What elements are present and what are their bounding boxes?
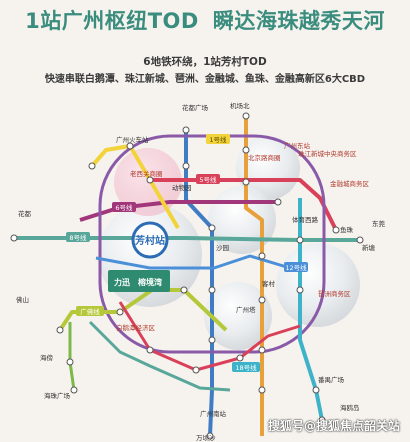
label-laoxiguan: 老西关商圈 <box>130 169 163 178</box>
place-labels: 花都广场 机场北 广州火车站 广州东站 北京路商圈 老西关商圈 珠江新城中央商务… <box>16 101 386 442</box>
line-3 <box>244 116 264 436</box>
label-yuzhu: 鱼珠 <box>340 225 354 234</box>
line-9 <box>68 322 76 391</box>
label-pazhou: 琶洲商务区 <box>318 289 351 298</box>
label-gz-east: 广州东站 <box>284 141 311 150</box>
subtitle-cbd: 快速串联白鹅潭、珠江新城、琶洲、金融城、鱼珠、金融高新区6大CBD <box>44 74 366 85</box>
label-south-station: 广州南站 <box>200 409 227 418</box>
label-gz-station: 广州火车站 <box>116 135 149 144</box>
label-zhujiang: 珠江新城中央商务区 <box>298 149 357 158</box>
label-canton-tower: 广州塔 <box>236 305 256 314</box>
project-name: 榕境湾 <box>138 277 162 287</box>
label-shayuan: 沙园 <box>216 244 229 252</box>
label-xintang: 新塘 <box>362 243 376 252</box>
line-label-8: 8号线 <box>69 233 87 242</box>
label-haibang: 海珠广场 <box>44 391 71 400</box>
label-dongguan: 东莞 <box>372 219 386 228</box>
label-baietan: 白鹅潭经济区 <box>116 323 156 332</box>
line-guangfo <box>58 288 228 332</box>
bubble-haizhu <box>204 282 272 350</box>
center-station-label: 芳村站 <box>135 234 165 247</box>
line-label-5: 5号线 <box>199 175 217 184</box>
line-6 <box>79 200 278 222</box>
label-wanqingsha: 万顷沙 <box>196 434 216 442</box>
project-brand: 力迅 <box>114 277 130 287</box>
bubble-pazhou <box>276 243 360 327</box>
line-label-1: 1号线 <box>209 135 227 144</box>
subtitle-metro: 6地铁环绕，1站芳村TOD <box>143 56 267 68</box>
label-tiyu: 体育西路 <box>292 215 319 224</box>
label-foshan: 佛山 <box>16 295 29 304</box>
label-beijinglu: 北京路商圈 <box>248 153 281 162</box>
metro-map: 芳村站 力迅 榕境湾 8号线 5号线 6号线 12号线 广佛线 18号线 1号线… <box>10 101 386 442</box>
line-label-guangfo: 广佛线 <box>80 307 100 316</box>
line-label-group: 8号线 5号线 6号线 12号线 广佛线 18号线 1号线 <box>66 134 308 372</box>
label-huadu: 花都广场 <box>182 103 209 112</box>
headline: 1站广州枢纽TOD 瞬达海珠越秀天河 <box>0 4 410 36</box>
label-huadu-area: 花都 <box>18 209 32 218</box>
bubble-beijinglu <box>236 136 300 200</box>
headline-part-1: 1站广州枢纽TOD <box>25 9 199 33</box>
line-label-12: 12号线 <box>285 263 307 272</box>
label-qiandenghu: 海傍 <box>40 353 54 362</box>
label-haiou: 海鸥岛 <box>340 403 360 412</box>
line-label-6: 6号线 <box>115 203 133 212</box>
line-label-18: 18号线 <box>235 363 257 372</box>
line-5 <box>150 178 338 231</box>
line-lower-green <box>88 320 231 392</box>
line-12 <box>95 254 291 270</box>
center-station-ring <box>131 221 169 259</box>
line-8 <box>14 236 360 242</box>
label-kecun: 客村 <box>262 279 276 288</box>
label-zoo: 动物园 <box>172 183 192 192</box>
label-jinrongcheng: 金融城商务区 <box>330 179 370 188</box>
headline-part-2: 瞬达海珠越秀天河 <box>212 9 385 33</box>
watermark: 搜狐号@搜狐焦点韶关站 <box>267 419 400 433</box>
label-airport: 机场北 <box>230 101 250 110</box>
project-logo-box <box>108 270 170 292</box>
line-lower-ring <box>118 301 301 372</box>
label-panyu: 番禺广场 <box>318 375 345 384</box>
